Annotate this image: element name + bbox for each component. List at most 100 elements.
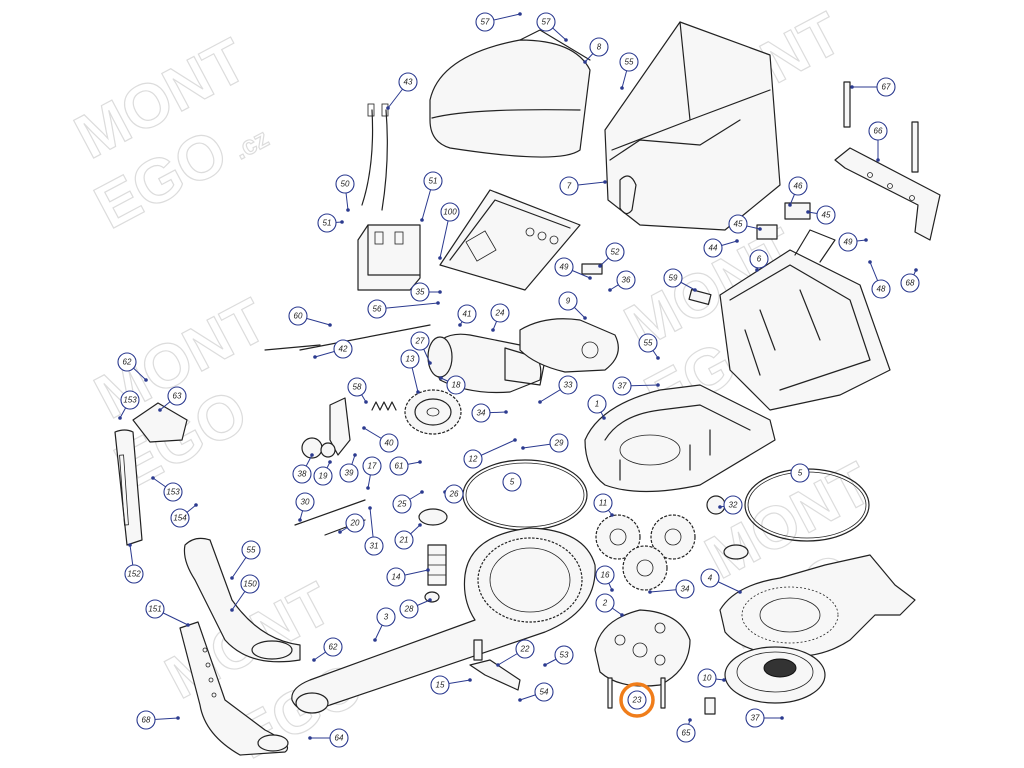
part-bracket-small — [132, 402, 188, 443]
callout-153: 153 — [118, 390, 140, 420]
leader-arrow-dot — [914, 268, 918, 272]
callout-48: 48 — [868, 260, 891, 299]
leader-arrow-dot — [308, 736, 312, 740]
leader-arrow-dot — [364, 400, 368, 404]
callout-150: 150 — [230, 574, 260, 612]
callout-label: 57 — [481, 18, 490, 27]
callout-20: 20 — [338, 513, 365, 534]
callout-label: 52 — [611, 248, 620, 257]
callout-label: 62 — [123, 358, 132, 367]
callout-67: 67 — [850, 77, 896, 97]
leader-arrow-dot — [338, 530, 342, 534]
leader-arrow-dot — [496, 663, 500, 667]
callout-bubble — [379, 433, 399, 453]
callout-58: 58 — [347, 377, 368, 404]
callout-bubble — [362, 456, 382, 476]
callout-bubble — [697, 668, 717, 688]
leader-arrow-dot — [362, 426, 366, 430]
callout-label: 153 — [123, 396, 137, 405]
callout-bubble — [749, 249, 769, 269]
leader-arrow-dot — [353, 453, 357, 457]
callout-label: 49 — [560, 263, 569, 272]
part-cable — [361, 103, 389, 211]
part-gearbox-housing — [584, 384, 776, 493]
callout-11: 11 — [593, 493, 614, 517]
callout-bubble — [317, 213, 337, 233]
leader-arrow-dot — [735, 239, 739, 243]
callout-bubble — [471, 403, 491, 423]
callout-50: 50 — [335, 174, 355, 212]
callout-label: 28 — [404, 605, 414, 614]
callout-label: 48 — [877, 285, 886, 294]
callout-bubble — [410, 282, 430, 302]
callout-12: 12 — [463, 438, 517, 469]
callout-label: 15 — [436, 681, 445, 690]
callout-bubble — [117, 352, 137, 372]
callout-label: 1 — [595, 400, 599, 409]
callout-bubble — [440, 202, 460, 222]
leader-arrow-dot — [428, 598, 432, 602]
callout-label: 22 — [520, 645, 530, 654]
callout-bubble — [587, 394, 607, 414]
callout-bubble — [868, 121, 888, 141]
callout-bubble — [136, 710, 156, 730]
callout-bubble — [627, 690, 647, 710]
part-encoder-disc — [724, 646, 826, 704]
leader-arrow-dot — [118, 416, 122, 420]
leader-arrow-dot — [598, 264, 602, 268]
callout-bubble — [616, 270, 636, 290]
callout-label: 55 — [247, 546, 256, 555]
callout-label: 59 — [669, 274, 678, 283]
callout-21: 21 — [394, 523, 422, 550]
callout-label: 25 — [397, 500, 407, 509]
callout-label: 12 — [469, 455, 478, 464]
callout-10: 10 — [697, 668, 726, 688]
leader-arrow-dot — [312, 658, 316, 662]
part-ring-arm — [291, 527, 596, 714]
leader-arrow-dot — [513, 438, 517, 442]
callout-24: 24 — [490, 303, 510, 332]
leader-arrow-dot — [428, 361, 432, 365]
callout-label: 63 — [173, 392, 182, 401]
callout-label: 38 — [298, 470, 307, 479]
callout-label: 42 — [339, 345, 348, 354]
callout-label: 55 — [625, 58, 634, 67]
callout-bubble — [386, 567, 406, 587]
part-slide-arm — [114, 429, 143, 546]
callout-bubble — [838, 232, 858, 252]
leader-arrow-dot — [620, 613, 624, 617]
leader-arrow-dot — [543, 663, 547, 667]
callout-label: 61 — [395, 462, 404, 471]
leader-arrow-dot — [230, 576, 234, 580]
callout-34: 34 — [648, 579, 695, 599]
callout-label: 7 — [567, 182, 572, 191]
leader-arrow-dot — [504, 410, 508, 414]
callout-bubble — [536, 12, 556, 32]
callout-2: 2 — [595, 593, 624, 617]
callout-bubble — [124, 564, 144, 584]
callout-label: 58 — [353, 383, 362, 392]
leader-arrow-dot — [491, 328, 495, 332]
leader-arrow-dot — [806, 210, 810, 214]
callout-bubble — [871, 279, 891, 299]
leader-arrow-dot — [718, 505, 722, 509]
leader-arrow-dot — [583, 316, 587, 320]
callout-25: 25 — [392, 490, 424, 514]
leader-arrow-dot — [230, 608, 234, 612]
callout-bubble — [145, 599, 165, 619]
callout-60: 60 — [288, 306, 332, 327]
part-bracket-small-lower — [469, 639, 521, 691]
callout-label: 33 — [564, 381, 573, 390]
callout-bubble — [430, 675, 450, 695]
part-key-small — [581, 263, 716, 715]
leader-arrow-dot — [608, 288, 612, 292]
callout-7: 7 — [559, 176, 607, 196]
callout-49: 49 — [554, 257, 592, 280]
callout-label: 40 — [385, 439, 394, 448]
callout-bubble — [663, 268, 683, 288]
callout-bubble — [595, 593, 615, 613]
callout-bubble — [410, 331, 430, 351]
callout-label: 6 — [757, 255, 762, 264]
